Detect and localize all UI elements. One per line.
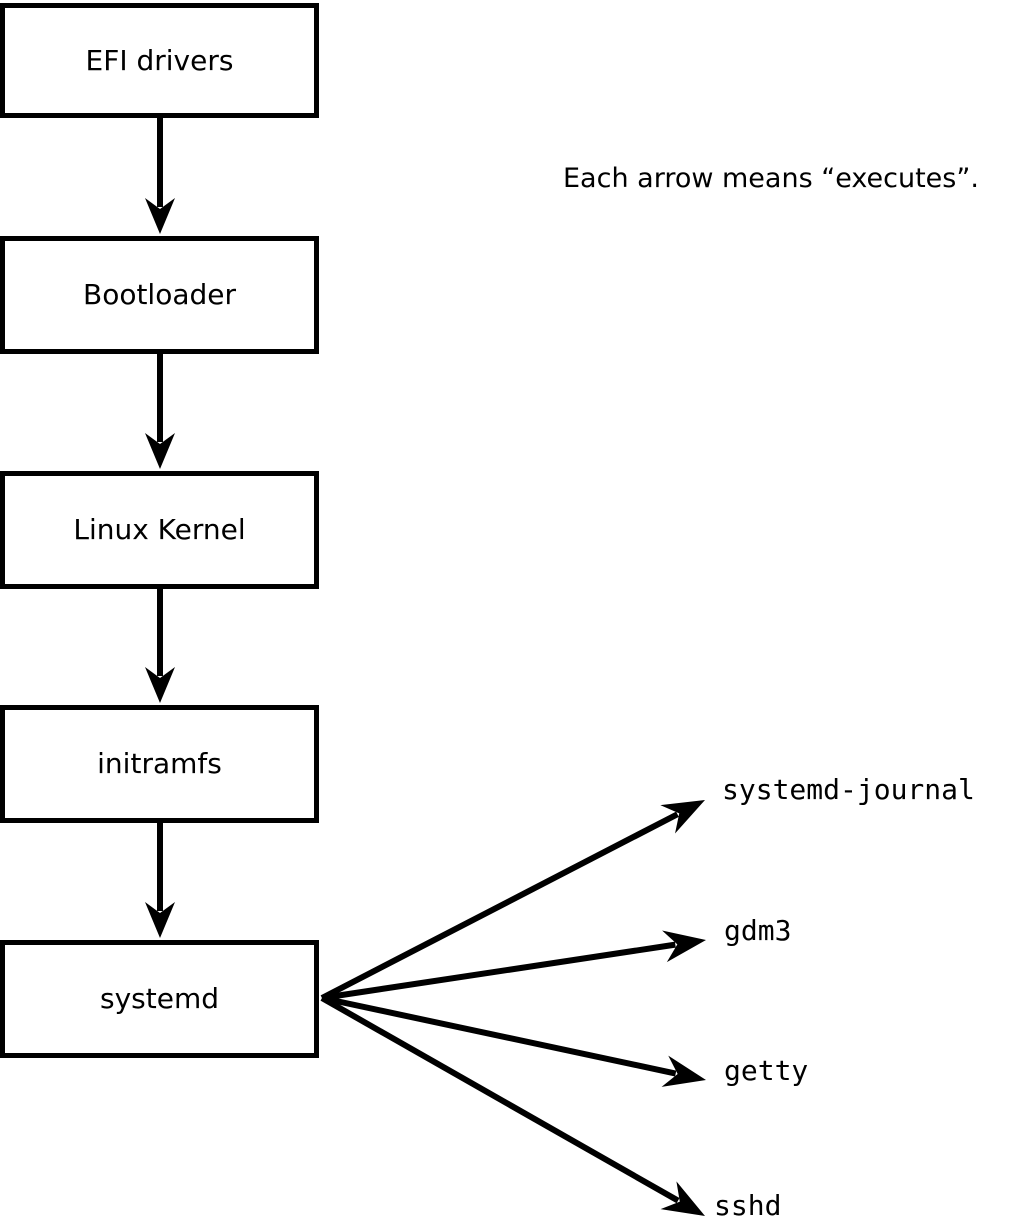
arrow-shaft-systemd-to-getty — [321, 995, 677, 1077]
service-label-systemd-journal[interactable]: systemd-journal — [722, 773, 975, 806]
node-label-initramfs: initramfs — [97, 747, 222, 780]
arrow-head-kernel-to-initramfs — [145, 667, 175, 703]
arrow-head-bootloader-to-kernel — [145, 433, 175, 469]
node-linux-kernel[interactable]: Linux Kernel — [0, 471, 319, 589]
node-label-linux-kernel: Linux Kernel — [73, 513, 246, 546]
arrow-shaft-systemd-to-systemd-journal — [320, 811, 679, 1001]
node-bootloader[interactable]: Bootloader — [0, 236, 319, 354]
node-label-systemd: systemd — [100, 982, 219, 1015]
arrow-head-efi-to-bootloader — [145, 198, 175, 234]
arrow-shaft-systemd-to-sshd — [320, 995, 680, 1204]
arrow-head-systemd-to-gdm3 — [662, 930, 706, 963]
node-initramfs[interactable]: initramfs — [0, 705, 319, 823]
arrow-head-systemd-to-sshd — [660, 1181, 705, 1216]
node-label-efi-drivers: EFI drivers — [85, 43, 234, 77]
node-label-bootloader: Bootloader — [82, 278, 237, 311]
arrow-head-initramfs-to-systemd — [145, 902, 175, 938]
arrow-head-systemd-to-getty — [661, 1055, 706, 1087]
arrow-shaft-systemd-to-gdm3 — [321, 941, 676, 1001]
diagram-caption: Each arrow means “executes”. — [563, 163, 979, 194]
service-label-getty[interactable]: getty — [724, 1054, 809, 1087]
arrow-head-systemd-to-systemd-journal — [660, 800, 705, 834]
service-label-gdm3[interactable]: gdm3 — [724, 914, 792, 947]
node-systemd[interactable]: systemd — [0, 940, 319, 1058]
node-efi-drivers[interactable]: EFI drivers — [0, 3, 319, 118]
service-label-sshd[interactable]: sshd — [714, 1189, 782, 1222]
